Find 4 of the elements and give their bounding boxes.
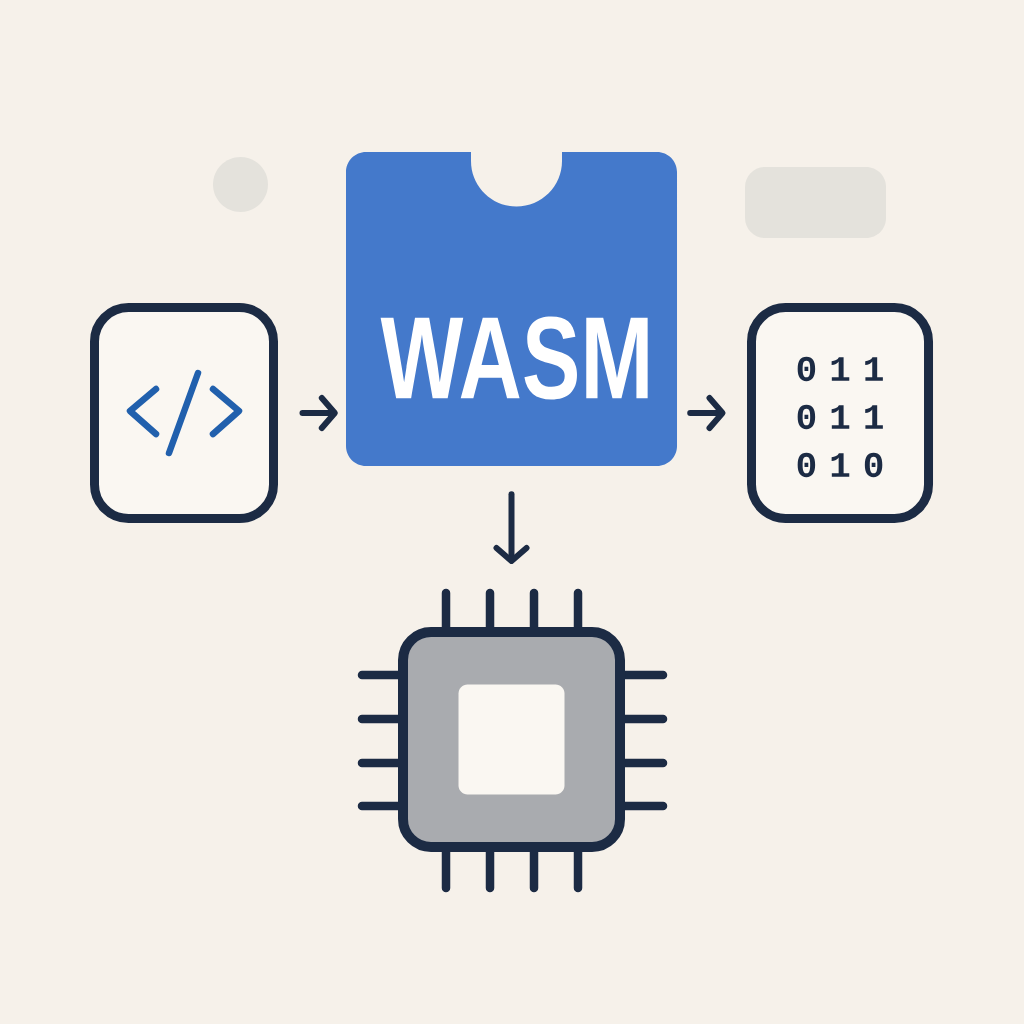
processor-chip xyxy=(357,588,668,893)
module-block: WASM xyxy=(346,152,677,466)
binary-code-box: 0 1 1 0 1 1 0 1 0 xyxy=(747,303,933,523)
arrow xyxy=(493,491,530,564)
